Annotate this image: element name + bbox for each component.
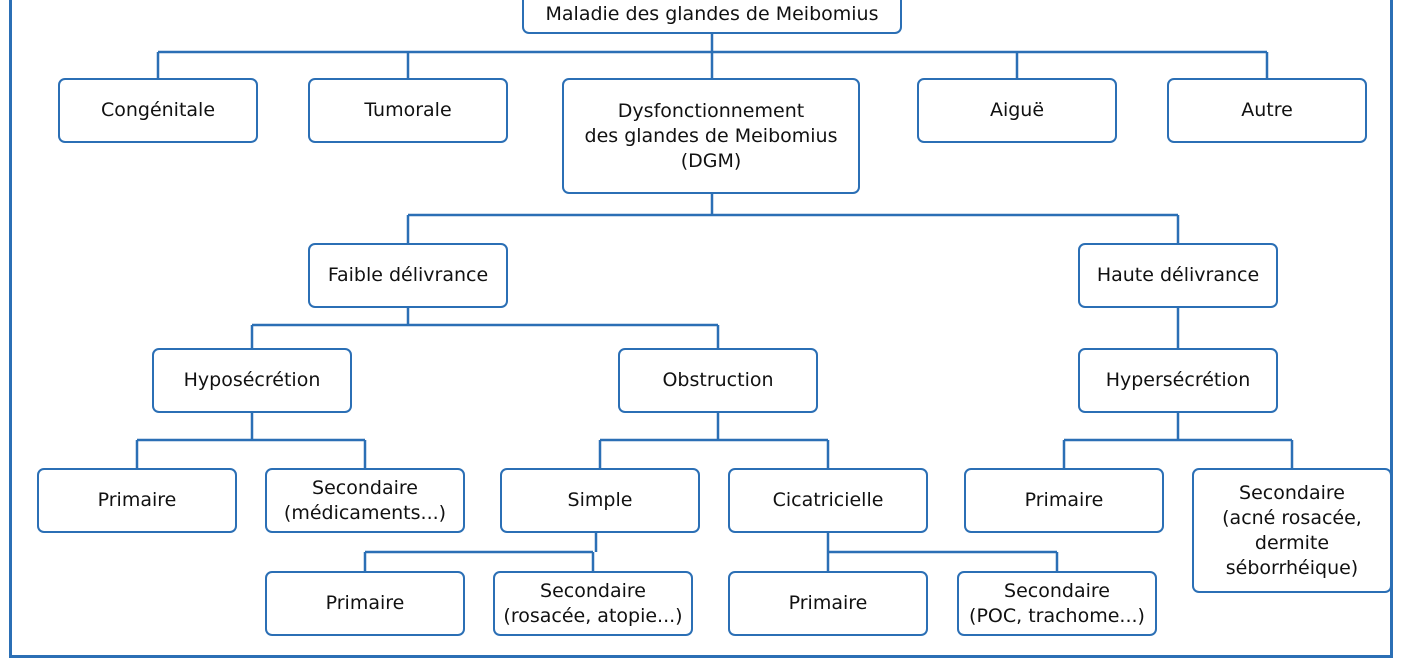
connector-dgm bbox=[406, 194, 1180, 243]
node-dgm: Dysfonctionnement des glandes de Meibomi… bbox=[562, 78, 860, 194]
connector-simple bbox=[363, 533, 598, 571]
connector-hyposecretion bbox=[135, 413, 367, 468]
node-obstruction: Obstruction bbox=[618, 348, 818, 413]
node-congenitale: Congénitale bbox=[58, 78, 258, 143]
node-hyposecretion: Hyposécrétion bbox=[152, 348, 352, 413]
node-aigue: Aiguë bbox=[917, 78, 1117, 143]
node-cicatricielle: Cicatricielle bbox=[728, 468, 928, 533]
node-maladie-meibomius: Maladie des glandes de Meibomius bbox=[522, 0, 902, 34]
connector-faible bbox=[250, 308, 720, 348]
node-tumorale: Tumorale bbox=[308, 78, 508, 143]
node-haute-delivrance: Haute délivrance bbox=[1078, 243, 1278, 308]
node-autre: Autre bbox=[1167, 78, 1367, 143]
connector-root bbox=[156, 33, 1269, 78]
node-hypersecretion: Hypersécrétion bbox=[1078, 348, 1278, 413]
diagram-frame bbox=[9, 0, 1393, 658]
node-cicatricielle-secondaire: Secondaire (POC, trachome...) bbox=[957, 571, 1157, 636]
node-simple-secondaire: Secondaire (rosacée, atopie...) bbox=[493, 571, 693, 636]
node-simple-primaire: Primaire bbox=[265, 571, 465, 636]
node-hypersecretion-primaire: Primaire bbox=[964, 468, 1164, 533]
connector-hypersecretion bbox=[1062, 413, 1294, 468]
node-faible-delivrance: Faible délivrance bbox=[308, 243, 508, 308]
node-hypersecretion-secondaire: Secondaire (acné rosacée, dermite séborr… bbox=[1192, 468, 1392, 593]
node-hyposecretion-secondaire: Secondaire (médicaments...) bbox=[265, 468, 465, 533]
connector-obstruction bbox=[598, 413, 830, 468]
node-simple: Simple bbox=[500, 468, 700, 533]
node-hyposecretion-primaire: Primaire bbox=[37, 468, 237, 533]
connector-cicatricielle bbox=[826, 533, 1059, 571]
node-cicatricielle-primaire: Primaire bbox=[728, 571, 928, 636]
